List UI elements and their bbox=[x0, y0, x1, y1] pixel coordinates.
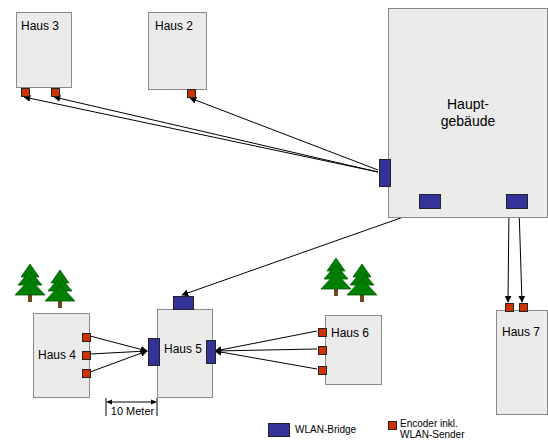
encoder bbox=[505, 303, 514, 312]
trees-left bbox=[15, 264, 75, 308]
encoder bbox=[318, 366, 327, 375]
wlan-bridge bbox=[419, 194, 441, 209]
house-label: Haus 6 bbox=[331, 326, 369, 340]
wlan-link bbox=[519, 208, 522, 302]
wlan-link bbox=[90, 351, 147, 372]
encoder bbox=[187, 89, 196, 98]
house-box: Haus 7 bbox=[496, 310, 548, 415]
encoder bbox=[318, 346, 327, 355]
encoder bbox=[82, 351, 91, 360]
wlan-link bbox=[54, 97, 378, 172]
wlan-link bbox=[90, 336, 147, 351]
wlan-link bbox=[24, 97, 378, 172]
legend-text: Encoder inkl. WLAN-Sender bbox=[400, 418, 472, 440]
house-box: Haus 4 bbox=[33, 313, 90, 398]
house-label: Haus 2 bbox=[155, 19, 193, 33]
encoder bbox=[21, 88, 30, 97]
encoder bbox=[519, 303, 528, 312]
encoder bbox=[318, 328, 327, 337]
house-label: Haus 4 bbox=[38, 348, 76, 362]
wlan-bridge bbox=[148, 338, 160, 366]
house-box: Haus 3 bbox=[16, 12, 72, 88]
wlan-link bbox=[215, 349, 317, 351]
encoder bbox=[51, 88, 60, 97]
house-label: Haus 3 bbox=[21, 19, 59, 33]
encoder bbox=[82, 333, 91, 342]
house-label: Haupt- gebäude bbox=[435, 96, 501, 130]
dimension-line bbox=[106, 398, 157, 416]
house-label: Haus 5 bbox=[164, 342, 202, 356]
legend-text: WLAN-Bridge bbox=[295, 424, 356, 435]
wlan-bridge bbox=[173, 296, 194, 310]
house-box: Haupt- gebäude bbox=[388, 8, 548, 218]
legend-swatch bbox=[388, 421, 397, 430]
legend-swatch bbox=[268, 423, 290, 437]
wlan-bridge bbox=[206, 340, 216, 364]
wlan-link bbox=[182, 208, 429, 295]
house-box: Haus 2 bbox=[148, 12, 207, 90]
wlan-link bbox=[215, 331, 317, 351]
trees-right bbox=[321, 258, 377, 302]
house-label: Haus 7 bbox=[502, 325, 540, 339]
wlan-link bbox=[90, 351, 147, 354]
wlan-bridge bbox=[379, 159, 391, 187]
dimension-label: 10 Meter bbox=[108, 405, 157, 417]
house-box: Haus 6 bbox=[325, 315, 382, 385]
wlan-link bbox=[508, 208, 509, 302]
wlan-link bbox=[215, 351, 317, 369]
wlan-bridge bbox=[506, 194, 528, 209]
wlan-link bbox=[190, 98, 378, 170]
encoder bbox=[82, 369, 91, 378]
house-box: Haus 5 bbox=[157, 309, 213, 398]
